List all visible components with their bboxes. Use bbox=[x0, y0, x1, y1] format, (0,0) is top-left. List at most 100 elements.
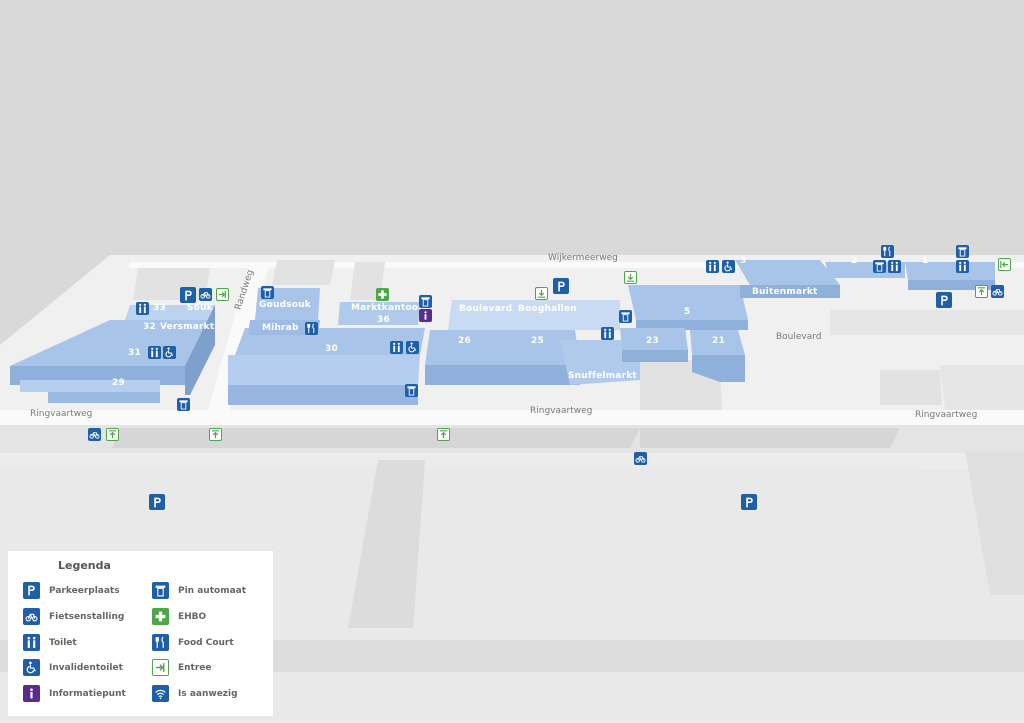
atm-icon[interactable] bbox=[619, 310, 632, 323]
atm-icon[interactable] bbox=[419, 295, 432, 308]
area-label-versmarkt: Versmarkt bbox=[160, 322, 215, 332]
entrance-icon[interactable] bbox=[106, 428, 119, 441]
legend-label: EHBO bbox=[178, 611, 207, 622]
toilet-icon[interactable] bbox=[148, 346, 161, 359]
hall-29-front bbox=[48, 392, 160, 403]
area-label-mihrab: Mihrab bbox=[262, 323, 299, 333]
bicycle-icon[interactable] bbox=[991, 285, 1004, 298]
hall-36 bbox=[338, 302, 420, 325]
entrance-icon[interactable] bbox=[535, 287, 548, 300]
area-label-marktkantoor: Marktkantoor bbox=[351, 303, 423, 313]
legend-item-wifi: Is aanwezig bbox=[152, 685, 238, 702]
road-label-ringvaartweg: Ringvaartweg bbox=[30, 409, 93, 419]
hall-label: 23 bbox=[646, 336, 659, 346]
hall-30-front bbox=[228, 385, 418, 405]
plot bbox=[880, 370, 942, 405]
legend-label: Entree bbox=[178, 662, 212, 673]
hall-label: 3 bbox=[740, 256, 747, 266]
wheelchair-icon[interactable] bbox=[163, 346, 176, 359]
road-label-boulevard: Boulevard bbox=[776, 332, 822, 342]
legend-item-wheelchair: Invalidentoilet bbox=[23, 659, 123, 676]
hall-33-side bbox=[185, 305, 215, 395]
legend-label: Toilet bbox=[49, 637, 77, 648]
hall-26-25-front bbox=[425, 365, 580, 385]
legend-label: Pin automaat bbox=[178, 585, 247, 596]
first-aid-icon[interactable] bbox=[376, 288, 389, 301]
food-court-icon[interactable] bbox=[881, 245, 894, 258]
entrance-icon[interactable] bbox=[624, 271, 637, 284]
entrance-icon[interactable] bbox=[216, 288, 229, 301]
parking-icon[interactable] bbox=[180, 287, 196, 303]
entrance-icon[interactable] bbox=[209, 428, 222, 441]
hall-21-roof bbox=[690, 330, 745, 355]
hall-21-front bbox=[692, 355, 745, 382]
atm-icon[interactable] bbox=[261, 286, 274, 299]
toilet-icon[interactable] bbox=[888, 260, 901, 273]
road-label-ringvaartweg: Ringvaartweg bbox=[530, 406, 593, 416]
plot bbox=[940, 365, 1024, 410]
bicycle-icon bbox=[23, 608, 40, 625]
legend-item-food-court: Food Court bbox=[152, 634, 234, 651]
parking-icon[interactable] bbox=[741, 494, 757, 510]
hall-30-main bbox=[228, 355, 420, 385]
first-aid-icon bbox=[152, 608, 169, 625]
wheelchair-icon[interactable] bbox=[722, 260, 735, 273]
wheelchair-icon[interactable] bbox=[406, 341, 419, 354]
field-side bbox=[965, 450, 1024, 595]
atm-icon[interactable] bbox=[873, 260, 886, 273]
entrance-icon[interactable] bbox=[998, 258, 1011, 271]
hall-label: 26 bbox=[458, 336, 471, 346]
bicycle-icon[interactable] bbox=[199, 288, 212, 301]
wifi-icon bbox=[152, 685, 169, 702]
hall-label: 31 bbox=[128, 348, 141, 358]
hall-label: 32 bbox=[143, 322, 156, 332]
road-verge-2 bbox=[640, 428, 900, 448]
hall-23-front bbox=[622, 350, 688, 362]
area-label-souk: Souk bbox=[187, 303, 213, 313]
info-icon bbox=[23, 685, 40, 702]
hall-5-roof bbox=[628, 285, 748, 320]
legend-item-first-aid: EHBO bbox=[152, 608, 206, 625]
area-label-boulevard: Boulevard bbox=[459, 304, 513, 314]
parking-icon[interactable] bbox=[149, 494, 165, 510]
atm-icon bbox=[152, 582, 169, 599]
road-label-wijkermeerweg: Wijkermeerweg bbox=[548, 253, 618, 263]
ringvaartweg-road bbox=[0, 410, 1024, 425]
legend-label: Food Court bbox=[178, 637, 234, 648]
info-icon[interactable] bbox=[419, 309, 432, 322]
parking-icon[interactable] bbox=[936, 292, 952, 308]
toilet-icon[interactable] bbox=[136, 302, 149, 315]
food-court-icon[interactable] bbox=[305, 322, 318, 335]
legend-label: Fietsenstalling bbox=[49, 611, 125, 622]
toilet-icon bbox=[23, 634, 40, 651]
legend: Legenda Parkeerplaats Fietsenstalling To… bbox=[8, 551, 273, 716]
buitenmarkt-roof bbox=[735, 260, 840, 285]
atm-icon[interactable] bbox=[177, 398, 190, 411]
area-label-snuffelmarkt: Snuffelmarkt bbox=[568, 371, 637, 381]
parking-icon[interactable] bbox=[553, 278, 569, 294]
entrance-icon[interactable] bbox=[975, 285, 988, 298]
bicycle-icon[interactable] bbox=[634, 452, 647, 465]
field-path bbox=[348, 460, 425, 628]
legend-item-entrance: Entree bbox=[152, 659, 212, 676]
hall-label: 29 bbox=[112, 378, 125, 388]
atm-icon[interactable] bbox=[956, 245, 969, 258]
hall-29-roof bbox=[20, 380, 160, 392]
hall-26-25-roof bbox=[425, 330, 580, 365]
legend-item-info: Informatiepunt bbox=[23, 685, 126, 702]
toilet-icon[interactable] bbox=[390, 341, 403, 354]
toilet-icon[interactable] bbox=[601, 327, 614, 340]
entrance-icon bbox=[152, 659, 169, 676]
legend-item-bicycle: Fietsenstalling bbox=[23, 608, 124, 625]
legend-item-toilet: Toilet bbox=[23, 634, 77, 651]
bicycle-icon[interactable] bbox=[88, 428, 101, 441]
atm-icon[interactable] bbox=[405, 384, 418, 397]
hall-5-front bbox=[636, 320, 748, 330]
legend-label: Invalidentoilet bbox=[49, 662, 123, 673]
entrance-icon[interactable] bbox=[437, 428, 450, 441]
mihrab bbox=[248, 320, 320, 335]
toilet-icon[interactable] bbox=[956, 260, 969, 273]
toilet-icon[interactable] bbox=[706, 260, 719, 273]
snuffelmarkt bbox=[560, 340, 640, 385]
randweg-road bbox=[208, 262, 270, 410]
